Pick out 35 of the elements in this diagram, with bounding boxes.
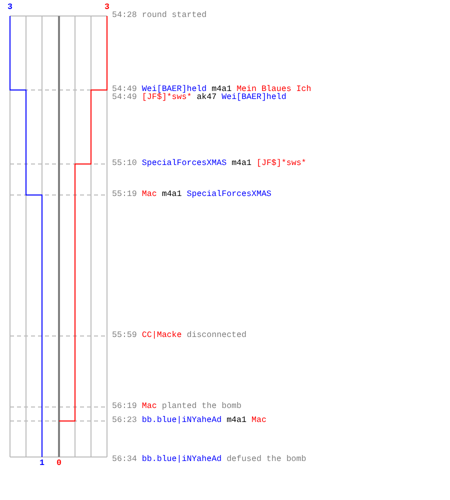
timestamp: 54:49 xyxy=(112,85,137,94)
event-text: round started xyxy=(142,11,207,21)
timestamp: 56:19 xyxy=(112,402,137,412)
timestamp: 56:23 xyxy=(112,416,137,426)
weapon-name: m4a1 xyxy=(162,190,182,200)
timestamp: 54:28 xyxy=(112,11,137,21)
timestamp: 56:34 xyxy=(112,455,137,465)
player-name: bb.blue|iNYaheAd xyxy=(142,416,222,426)
player-name: Mac xyxy=(142,402,157,412)
weapon-name: m4a1 xyxy=(232,159,252,169)
event-text: planted the bomb xyxy=(162,402,242,412)
weapon-name: m4a1 xyxy=(226,416,246,426)
event-text: defused the bomb xyxy=(226,455,306,465)
event-text: disconnected xyxy=(186,331,246,341)
player-name: SpecialForcesXMAS xyxy=(186,190,272,200)
player-name: bb.blue|iNYaheAd xyxy=(142,455,222,465)
player-name: SpecialForcesXMAS xyxy=(142,159,227,169)
player-count: 0 xyxy=(56,459,62,469)
player-name: CC|Macke xyxy=(142,331,182,341)
player-name: Wei[BAER]held xyxy=(222,93,286,103)
player-name: [JF$]*sws* xyxy=(142,93,192,103)
player-name: Mac xyxy=(252,416,266,426)
player-name: Mac xyxy=(142,190,157,200)
player-name: Wei[BAER]held xyxy=(142,85,207,94)
weapon-name: m4a1 xyxy=(212,85,232,94)
player-count: 3 xyxy=(104,3,110,13)
player-count: 3 xyxy=(8,3,12,13)
timestamp: 55:59 xyxy=(112,331,137,341)
player-name: [JF$]*sws* xyxy=(256,159,306,169)
timestamp: 55:10 xyxy=(112,159,137,169)
timestamp: 54:49 xyxy=(112,93,137,103)
player-count: 1 xyxy=(40,459,44,469)
player-name: Mein Blaues Ich xyxy=(236,85,312,94)
weapon-name: ak47 xyxy=(196,93,217,103)
timestamp: 55:19 xyxy=(112,190,137,200)
